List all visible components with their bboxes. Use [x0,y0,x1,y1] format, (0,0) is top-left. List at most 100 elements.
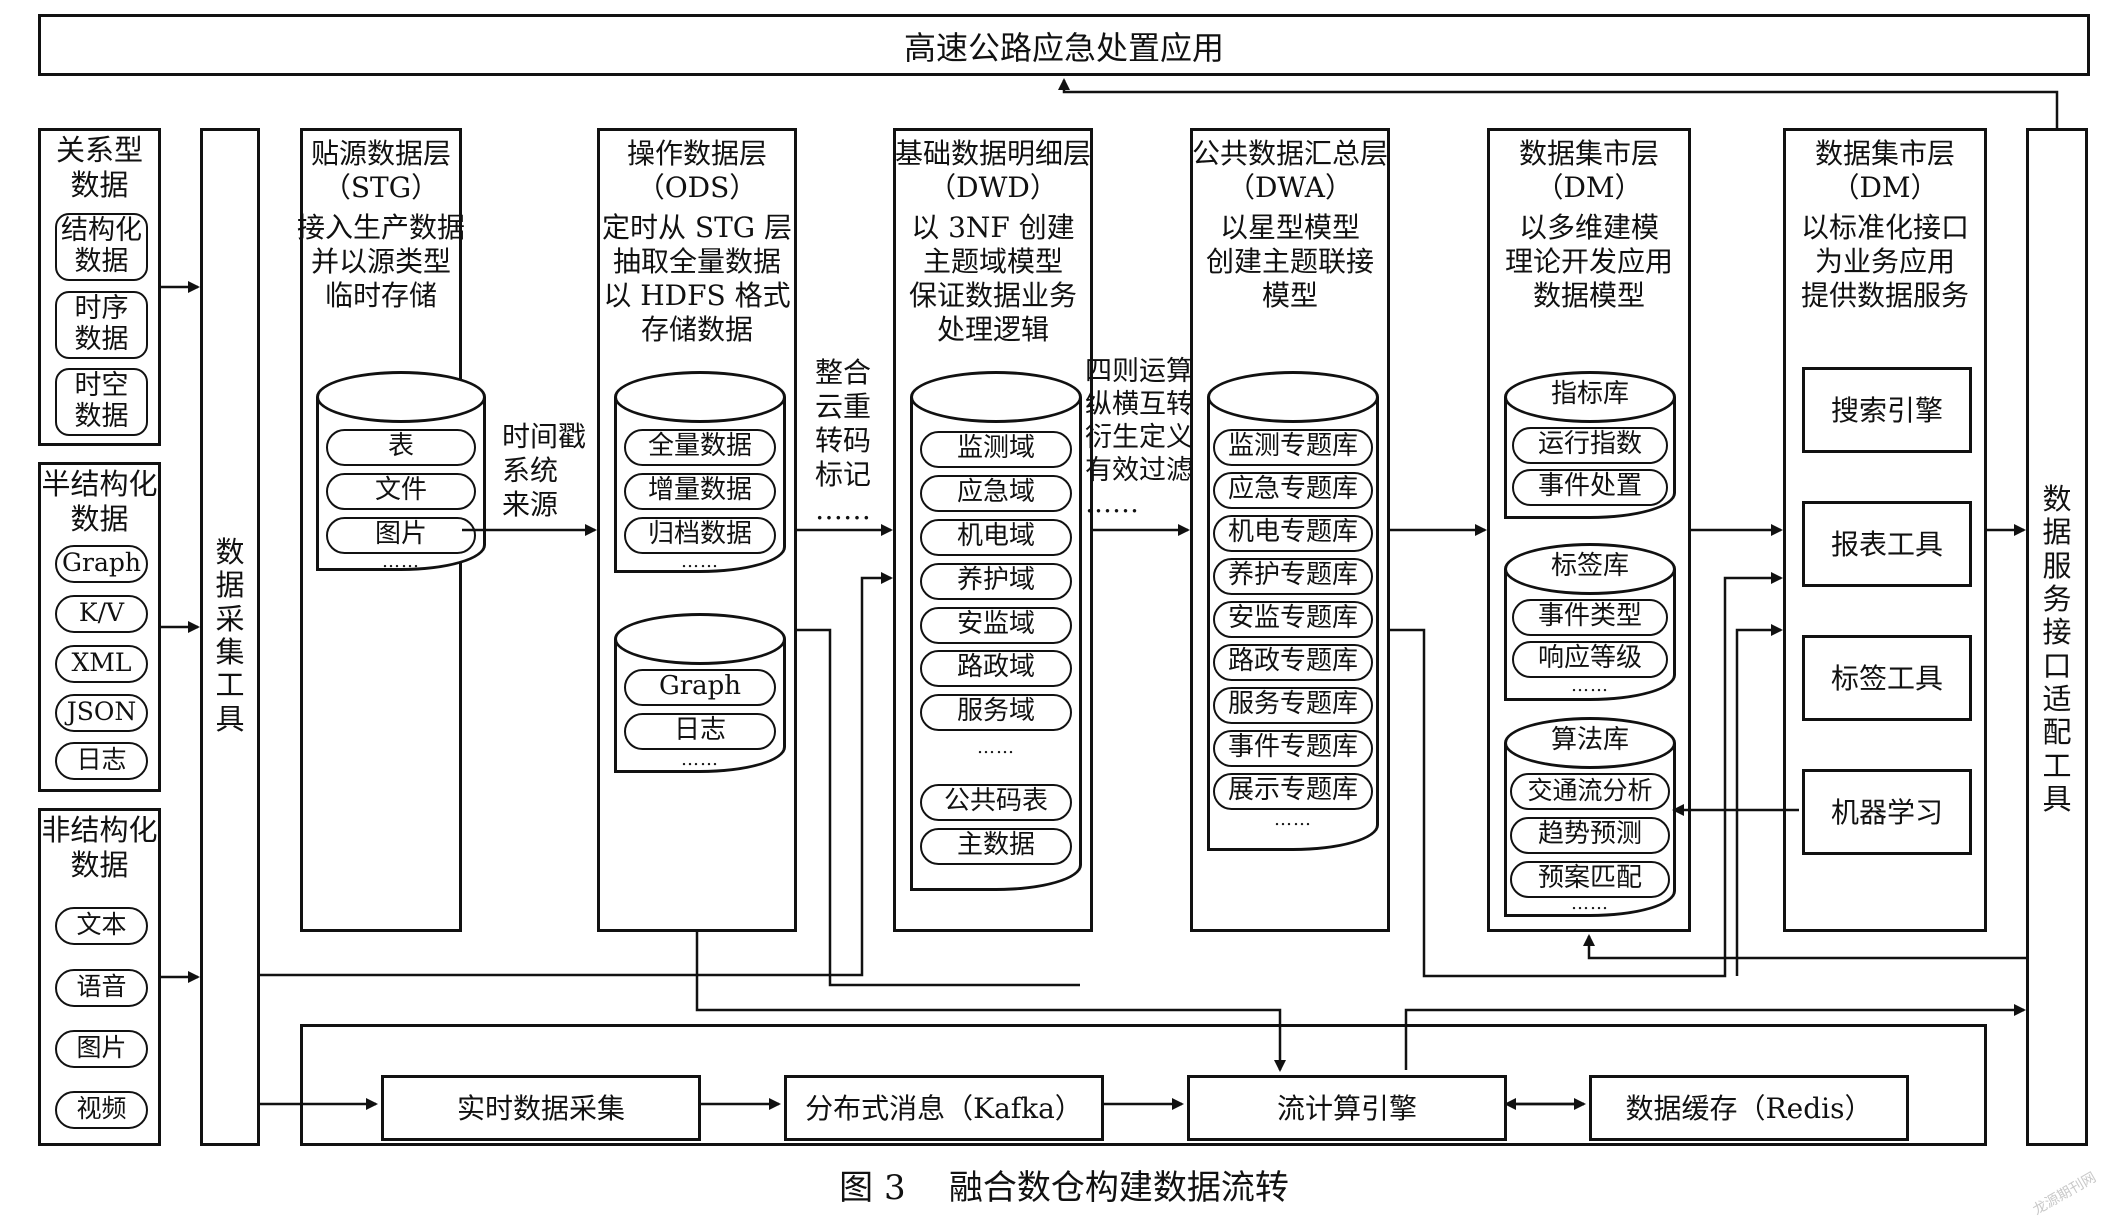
layer-ods-desc: 定时从 STG 层 抽取全量数据 以 HDFS 格式 存储数据 [601,211,793,347]
layer-dwd: 基础数据明细层 （DWD） 以 3NF 创建 主题域模型 保证数据业务 处理逻辑… [893,128,1093,932]
db-item: 路政域 [920,650,1072,687]
algorithm-database: 算法库 交通流分析 趋势预测 预案匹配 …… [1504,717,1676,917]
stream-container: 实时数据采集 分布式消息（Kafka） 流计算引擎 数据缓存（Redis） [300,1024,1987,1146]
source-unstructured-title: 非结构化 数据 [41,813,158,883]
service-adapter-tool: 数 据 服 务 接 口 适 配 工 具 [2026,128,2088,1146]
stream-redis-cache: 数据缓存（Redis） [1589,1075,1909,1141]
db-item: 归档数据 [624,517,776,554]
db-item: 安监域 [920,607,1072,644]
db-item: 交通流分析 [1510,773,1670,810]
db-item: 响应等级 [1512,641,1668,678]
db-item: 监测专题库 [1213,429,1373,466]
source-item: 语音 [55,969,148,1007]
index-db-title: 指标库 [1550,379,1629,409]
tool-report: 报表工具 [1802,501,1972,587]
db-item: 运行指数 [1512,427,1668,464]
ods-database-2: Graph 日志 …… [614,613,786,773]
source-item: 图片 [55,1030,148,1068]
db-item: 养护专题库 [1213,558,1373,595]
db-item: 日志 [624,713,776,750]
db-item: 服务域 [920,694,1072,731]
index-database: 指标库 运行指数 事件处置 [1504,371,1676,519]
db-dots: …… [1571,675,1609,696]
layer-stg: 贴源数据层 （STG） 接入生产数据 并以源类型 临时存储 表 文件 图片 …… [297,128,486,932]
source-item: 文本 [55,907,148,945]
source-relational: 关系型 数据 结构化 数据 时序 数据 时空 数据 [38,128,161,446]
arrow-to-tag-tool [1735,624,1783,976]
edge-label-dwd-dwa: 四则运算 纵横互转 衍生定义 有效过滤 …… [1085,356,1193,519]
layer-ods-title: 操作数据层 （ODS） [626,137,767,205]
layer-dwa-title: 公共数据汇总层 （DWA） [1191,137,1388,205]
layer-dm2-title: 数据集市层 （DM） [1814,137,1955,205]
layer-stg-title: 贴源数据层 （STG） [310,137,451,205]
layer-dwa: 公共数据汇总层 （DWA） 以星型模型 创建主题联接 模型 监测专题库 应急专题… [1190,128,1390,932]
layer-dwd-desc: 以 3NF 创建 主题域模型 保证数据业务 处理逻辑 [908,211,1077,347]
db-item: 表 [326,429,476,466]
app-banner: 高速公路应急处置应用 [38,14,2090,76]
app-banner-title: 高速公路应急处置应用 [903,29,1224,67]
algo-db-title: 算法库 [1550,725,1629,755]
db-item: 全量数据 [624,429,776,466]
db-item: 机电专题库 [1213,515,1373,552]
source-item: XML [55,645,148,683]
stg-database: 表 文件 图片 …… [316,371,486,572]
db-item: 图片 [326,517,476,554]
collect-tool: 数 据 采 集 工 具 [200,128,260,1146]
tool-machine-learning: 机器学习 [1802,769,1972,855]
source-item: 结构化 数据 [55,213,148,281]
service-adapter-label: 数 据 服 务 接 口 适 配 工 具 [2042,482,2072,817]
dwd-database: 监测域 应急域 机电域 养护域 安监域 路政域 服务域 …… 公共码表 主数据 [910,371,1082,891]
arrow-collect-dwd [260,572,893,977]
source-item: 时空 数据 [55,368,148,436]
db-dots: …… [977,737,1015,758]
db-item: Graph [624,669,776,706]
tag-db-title: 标签库 [1550,551,1629,581]
db-item: 文件 [326,473,476,510]
dwa-database: 监测专题库 应急专题库 机电专题库 养护专题库 安监专题库 路政专题库 服务专题… [1207,371,1379,851]
stream-kafka: 分布式消息（Kafka） [784,1075,1104,1141]
arrow-engine-adapter [1404,1004,2026,1070]
source-item: JSON [55,694,148,732]
stream-realtime-collect: 实时数据采集 [381,1075,701,1141]
db-item: 展示专题库 [1213,773,1373,810]
source-item: 日志 [55,742,148,780]
tool-search-engine: 搜索引擎 [1802,367,1972,453]
db-dots: …… [1571,893,1609,914]
db-item: 服务专题库 [1213,687,1373,724]
layer-ods: 操作数据层 （ODS） 定时从 STG 层 抽取全量数据 以 HDFS 格式 存… [597,128,797,932]
db-item: 主数据 [920,828,1072,865]
source-item: Graph [55,545,148,583]
db-item: 应急域 [920,475,1072,512]
db-dots: …… [681,551,719,572]
db-dots: …… [1274,809,1312,830]
edge-label-ods-dwd: 整合 云重 转码 标记 …… [815,356,872,526]
collect-tool-label: 数 据 采 集 工 具 [215,535,245,736]
db-dots: …… [681,749,719,770]
db-item: 事件类型 [1512,599,1668,636]
db-item: 机电域 [920,519,1072,556]
source-relational-title: 关系型 数据 [55,133,143,203]
source-unstructured: 非结构化 数据 文本 语音 图片 视频 [38,808,161,1146]
arrow-adapter-banner [1058,78,2059,128]
db-item: 增量数据 [624,473,776,510]
tool-tag: 标签工具 [1802,635,1972,721]
db-item: 预案匹配 [1510,861,1670,898]
db-item: 事件专题库 [1213,730,1373,767]
source-semistructured-title: 半结构化 数据 [41,467,158,537]
db-item: 监测域 [920,431,1072,468]
layer-dm-services: 数据集市层 （DM） 以标准化接口 为业务应用 提供数据服务 搜索引擎 报表工具… [1783,128,1987,932]
layer-dm-desc: 以多维建模 理论开发应用 数据模型 [1504,211,1673,313]
stream-compute-engine: 流计算引擎 [1187,1075,1507,1141]
ods-database: 全量数据 增量数据 归档数据 …… [614,371,786,573]
arrow-ods2-dwd [797,628,1080,987]
source-item: 视频 [55,1091,148,1129]
layer-dwd-title: 基础数据明细层 （DWD） [894,137,1091,205]
db-dots: …… [382,551,420,572]
arrow-ods-engine [695,932,1286,1072]
layer-dm-models: 数据集市层 （DM） 以多维建模 理论开发应用 数据模型 指标库 运行指数 事件… [1487,128,1691,932]
source-item: K/V [55,595,148,633]
figure-caption: 图 3 融合数仓构建数据流转 [839,1168,1289,1208]
edge-label-stg-ods: 时间戳 系统 来源 [502,420,587,522]
source-item: 时序 数据 [55,291,148,359]
source-semistructured: 半结构化 数据 Graph K/V XML JSON 日志 [38,462,161,792]
